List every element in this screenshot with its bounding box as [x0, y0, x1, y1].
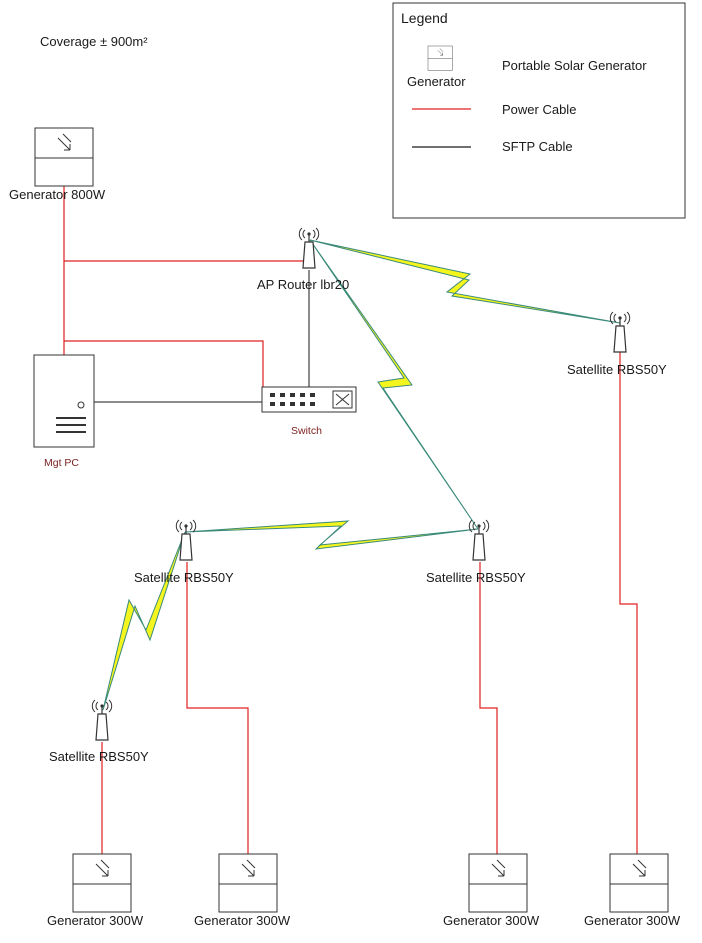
power-cables: [63, 186, 638, 855]
switch-icon: [261, 386, 357, 413]
satellite-right-label: Satellite RBS50Y: [567, 362, 667, 377]
generator-300w-3-label: Generator 300W: [443, 913, 540, 928]
wireless-links: [102, 239, 621, 711]
satellite-low-left-icon: [91, 699, 113, 741]
wireless-link-ap-sat-right: [309, 239, 621, 324]
legend-generator-desc: Portable Solar Generator: [502, 58, 647, 73]
legend: Legend Generator Portable Solar Generato…: [392, 2, 686, 219]
wireless-link-satml-satll: [102, 531, 186, 711]
generator-800w-label: Generator 800W: [9, 187, 106, 202]
satellite-mid-left-icon: [175, 519, 197, 561]
generator-800w-icon: [34, 127, 94, 187]
sftp-cables: [94, 270, 310, 403]
wireless-link-satml-satmr: [184, 520, 479, 550]
satellite-mid-right-label: Satellite RBS50Y: [426, 570, 526, 585]
generator-300w-4-label: Generator 300W: [584, 913, 681, 928]
satellite-low-left-label: Satellite RBS50Y: [49, 749, 149, 764]
generator-300w-2-icon: [218, 853, 278, 913]
legend-generator-label: Generator: [407, 74, 466, 89]
legend-power-desc: Power Cable: [502, 102, 576, 117]
satellite-mid-left-label: Satellite RBS50Y: [134, 570, 234, 585]
legend-generator-icon: [427, 45, 453, 71]
coverage-label: Coverage ± 900m²: [40, 34, 148, 49]
satellite-right-icon: [609, 311, 631, 353]
satellite-mid-right-icon: [468, 519, 490, 561]
legend-sftp-desc: SFTP Cable: [502, 139, 573, 154]
generator-300w-2-label: Generator 300W: [194, 913, 291, 928]
ap-router-label: AP Router lbr20: [257, 277, 349, 292]
generator-300w-4-icon: [609, 853, 669, 913]
legend-title: Legend: [401, 10, 448, 26]
generator-300w-1-icon: [72, 853, 132, 913]
mgt-pc-icon: [33, 354, 95, 448]
switch-label: Switch: [291, 425, 322, 437]
mgt-pc-label: Mgt PC: [44, 457, 79, 469]
generator-300w-1-label: Generator 300W: [47, 913, 144, 928]
generator-300w-3-icon: [468, 853, 528, 913]
